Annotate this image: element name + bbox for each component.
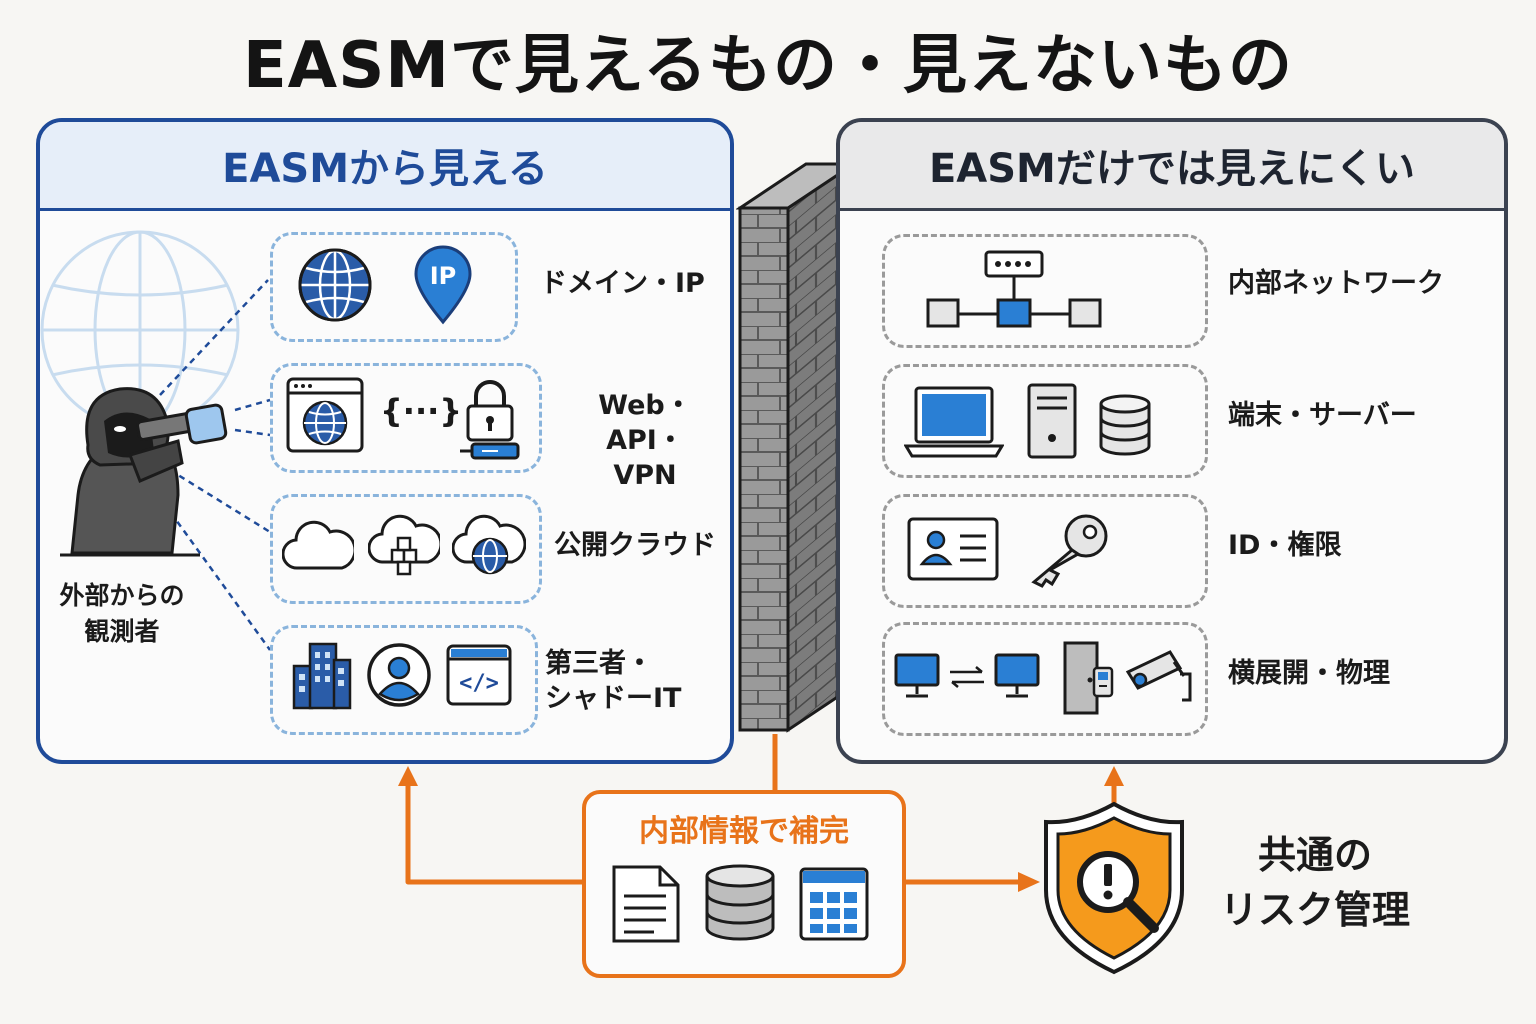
category-box-endpoints-servers xyxy=(882,364,1208,478)
code-glyph-text: </> xyxy=(459,671,499,696)
door-access-icon xyxy=(1063,641,1114,715)
category-label-third-party: 第三者・ シャドーIT xyxy=(545,648,682,715)
category-label-public-cloud: 公開クラウド xyxy=(554,530,716,561)
api-braces-icon: {···} xyxy=(380,392,463,430)
cloud-icon xyxy=(282,520,354,570)
id-card-icon xyxy=(907,517,999,581)
complement-arrows xyxy=(398,734,1124,892)
category-label-internal-network: 内部ネットワーク xyxy=(1228,268,1444,299)
ip-badge-text: IP xyxy=(430,262,457,290)
database-icon xyxy=(1099,394,1151,456)
page-title: EASMで見えるもの・見えないもの xyxy=(242,29,1294,103)
category-box-domain-ip xyxy=(270,232,518,342)
monitors-transfer-icon xyxy=(894,653,1040,698)
category-box-third-party xyxy=(270,625,538,735)
globe-icon xyxy=(298,248,372,322)
category-label-lateral-physical: 横展開・物理 xyxy=(1228,658,1390,689)
observer-label: 外部からの 観測者 xyxy=(59,581,185,647)
laptop-icon xyxy=(904,386,1004,458)
cloud-globe-icon xyxy=(452,514,526,575)
ip-pin-icon: IP xyxy=(414,245,472,325)
server-tower-icon xyxy=(1027,383,1077,459)
category-label-endpoints-servers: 端末・サーバー xyxy=(1228,400,1417,431)
hidden-panel-header: EASMだけでは見えにくい xyxy=(840,122,1504,211)
browser-globe-icon xyxy=(286,377,364,453)
category-label-domain-ip: ドメイン・IP xyxy=(540,268,705,299)
visible-panel-header: EASMから見える xyxy=(40,122,730,211)
category-box-internal-network xyxy=(882,234,1208,348)
category-box-id-privileges xyxy=(882,494,1208,608)
shield-search-alert-icon xyxy=(1044,801,1184,975)
category-box-web-api-vpn xyxy=(270,363,542,473)
security-camera-icon xyxy=(1125,650,1192,702)
sight-lines xyxy=(156,279,272,651)
network-topology-icon xyxy=(926,250,1102,328)
document-icon xyxy=(612,865,680,943)
database-icon xyxy=(705,864,775,941)
category-box-public-cloud xyxy=(270,494,542,604)
key-icon xyxy=(1031,514,1108,588)
code-window-icon: </> xyxy=(446,644,512,706)
calendar-grid-icon xyxy=(799,867,869,941)
building-icon xyxy=(292,642,352,710)
category-label-id-privileges: ID・権限 xyxy=(1228,530,1342,561)
category-label-web-api-vpn: Web・API・ VPN xyxy=(598,390,692,492)
vpn-lock-icon xyxy=(460,380,520,460)
hooded-observer-icon xyxy=(60,387,228,557)
internal-info-label: 内部情報で補完 xyxy=(639,814,849,849)
cloud-blocks-icon xyxy=(368,514,440,576)
shared-risk-management-label: 共通の リスク管理 xyxy=(1219,833,1410,933)
user-circle-icon xyxy=(367,643,431,707)
category-box-lateral-physical xyxy=(882,622,1208,736)
